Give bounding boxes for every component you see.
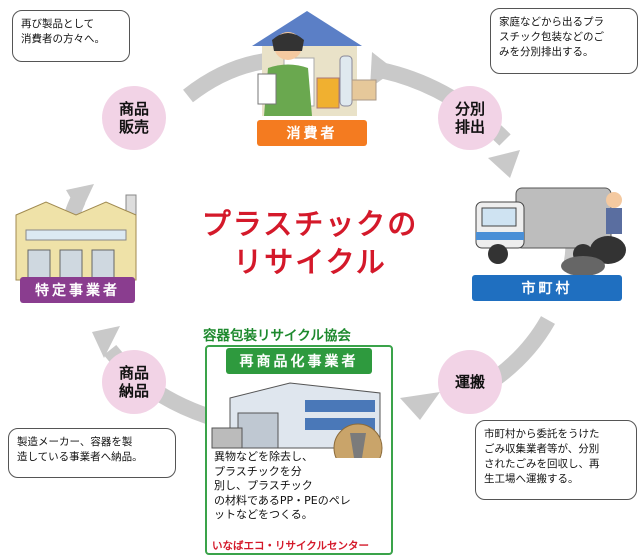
- step-sort: 分別 排出: [438, 86, 502, 150]
- diagram-title: プラスチックの リサイクル: [180, 205, 440, 281]
- bubble-bottom-right-line-2: ごみ収集業者等が、分別: [484, 443, 600, 455]
- bubble-top-left-line-1: 再び製品として: [21, 18, 95, 30]
- step-sale-line-2: 販売: [118, 118, 149, 136]
- step-sort-line-2: 排出: [454, 118, 485, 136]
- step-delivery-line-1: 商品: [118, 364, 149, 382]
- title-line-2: リサイクル: [233, 245, 387, 279]
- title-line-1: プラスチックの: [201, 207, 419, 241]
- recycler-label: 再商品化事業者: [226, 348, 372, 374]
- step-sale: 商品 販売: [102, 86, 166, 150]
- business-label: 特定事業者: [20, 277, 135, 303]
- recycler-desc-line-5: ットなどをつくる。: [214, 508, 313, 521]
- garbage-truck-illustration: [475, 187, 626, 276]
- bubble-bottom-left: 製造メーカー、容器を製 造している事業者へ納品。: [8, 428, 176, 478]
- bubble-bottom-left-line-2: 造している事業者へ納品。: [17, 451, 143, 463]
- bubble-top-right-line-3: みを分別排出する。: [499, 46, 594, 58]
- bubble-bottom-right-line-3: されたごみを回収し、再: [484, 458, 600, 470]
- municipality-label: 市町村: [472, 275, 622, 301]
- recycler-desc-line-2: プラスチックを分: [214, 464, 302, 478]
- bubble-top-right-line-1: 家庭などから出るプラ: [499, 16, 604, 28]
- bubble-bottom-right-line-1: 市町村から委託をうけた: [484, 428, 600, 440]
- association-title: 容器包装リサイクル協会: [203, 328, 351, 344]
- bubble-top-right-line-2: スチック包装などのご: [499, 31, 604, 43]
- step-sort-line-1: 分別: [454, 100, 485, 118]
- recycler-desc-line-4: の材料であるPP・PEのペレ: [214, 493, 351, 507]
- recycler-description: 異物などを除去し、 プラスチックを分 別し、プラスチック の材料であるPP・PE…: [214, 450, 394, 523]
- recycling-center-name: いなばエコ・リサイクルセンター: [212, 540, 369, 552]
- step-delivery-line-2: 納品: [118, 382, 149, 400]
- bubble-top-left-line-2: 消費者の方々へ。: [21, 33, 105, 45]
- consumer-illustration: [252, 11, 377, 116]
- consumer-label: 消費者: [257, 120, 367, 146]
- bubble-bottom-right-line-4: 生工場へ運搬する。: [484, 473, 579, 485]
- bubble-bottom-left-line-1: 製造メーカー、容器を製: [17, 436, 133, 448]
- step-sale-line-1: 商品: [118, 100, 149, 118]
- bubble-bottom-right: 市町村から委託をうけた ごみ収集業者等が、分別 されたごみを回収し、再 生工場へ…: [475, 420, 637, 500]
- factory-illustration: [15, 194, 137, 281]
- step-transport-label: 運搬: [454, 373, 485, 391]
- step-delivery: 商品 納品: [102, 350, 166, 414]
- step-transport: 運搬: [438, 350, 502, 414]
- bubble-top-right: 家庭などから出るプラ スチック包装などのご みを分別排出する。: [490, 8, 638, 74]
- bubble-top-left: 再び製品として 消費者の方々へ。: [12, 10, 130, 62]
- recycler-desc-line-3: 別し、プラスチック: [214, 479, 313, 492]
- recycler-desc-line-1: 異物などを除去し、: [214, 450, 313, 463]
- recycling-plant-illustration: [211, 382, 383, 458]
